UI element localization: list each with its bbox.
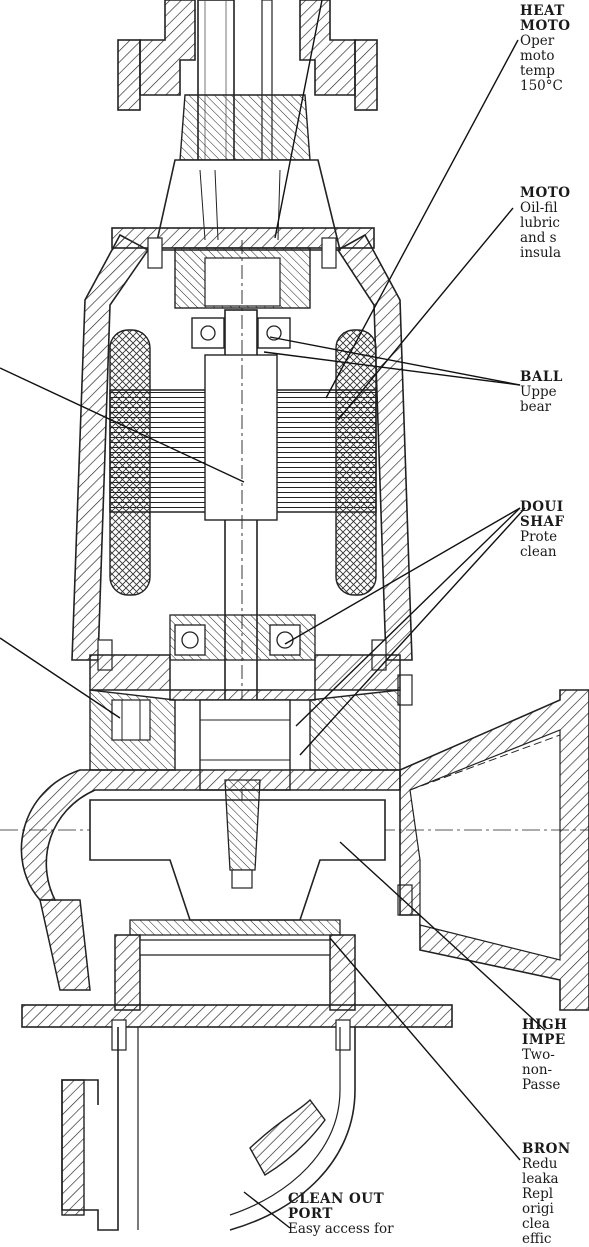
label-bronze-line: Redu (522, 1156, 558, 1172)
label-heat-line: moto (520, 48, 555, 64)
bronze-wear-ring (114, 934, 356, 1011)
label-clean-out-port: CLEAN OUT PORT Easy access for (288, 1192, 394, 1237)
label-bronze-line: clea (522, 1216, 550, 1232)
leader-lines (0, 0, 546, 1229)
label-bronze-line: Repl (522, 1186, 554, 1202)
base-plate (21, 1004, 453, 1051)
label-heat-motor: HEAT MOTO Oper moto temp 150°C (520, 4, 571, 94)
label-double-line: clean (520, 544, 557, 560)
label-bronze-line: origi (522, 1201, 554, 1217)
label-double-line: Prote (520, 529, 558, 545)
label-ball-title1: BALL (520, 369, 563, 385)
label-double-title2: SHAF (520, 514, 565, 530)
label-high-title2: IMPE (522, 1032, 566, 1048)
label-motor-line: insula (520, 245, 562, 261)
label-heat-title2: MOTO (520, 18, 571, 34)
label-ball-line: Uppe (520, 384, 557, 400)
label-bronze-line: effic (522, 1231, 552, 1247)
discharge-elbow (61, 1027, 356, 1231)
label-clean-title1: CLEAN OUT (288, 1191, 385, 1207)
label-ball-line: bear (520, 399, 552, 415)
label-bronze-ring: BRON Redu leaka Repl origi clea effic (522, 1142, 571, 1247)
motor-housing (71, 227, 413, 661)
label-motor-line: and s (520, 230, 557, 246)
label-motor-line: Oil-fil (520, 200, 558, 216)
label-double-shaft-seal: DOUI SHAF Prote clean (520, 500, 565, 560)
upper-bearing (191, 317, 291, 349)
label-heat-line: temp (520, 63, 555, 79)
label-high-impeller: HIGH IMPE Two- non- Passe (522, 1018, 567, 1093)
seal-chamber (89, 689, 401, 791)
label-high-title1: HIGH (522, 1017, 568, 1033)
label-high-line: non- (522, 1062, 553, 1078)
label-clean-line: Easy access for (288, 1221, 394, 1237)
label-heat-title1: HEAT (520, 3, 565, 19)
label-ball-bearing: BALL Uppe bear (520, 370, 563, 415)
label-motor-line: lubric (520, 215, 560, 231)
lower-bearing-housing (89, 614, 401, 701)
label-high-line: Passe (522, 1077, 561, 1093)
pump-volute (0, 689, 589, 1011)
impeller (89, 779, 386, 936)
label-heat-line: Oper (520, 33, 555, 49)
label-bronze-title1: BRON (522, 1141, 571, 1157)
label-motor: MOTO Oil-fil lubric and s insula (520, 186, 571, 261)
label-heat-line: 150°C (520, 78, 563, 94)
cable-entry-housing (117, 0, 378, 251)
label-double-title1: DOUI (520, 499, 564, 515)
label-clean-title2: PORT (288, 1206, 333, 1222)
label-bronze-line: leaka (522, 1171, 559, 1187)
label-high-line: Two- (522, 1047, 555, 1063)
label-motor-title1: MOTO (520, 185, 571, 201)
